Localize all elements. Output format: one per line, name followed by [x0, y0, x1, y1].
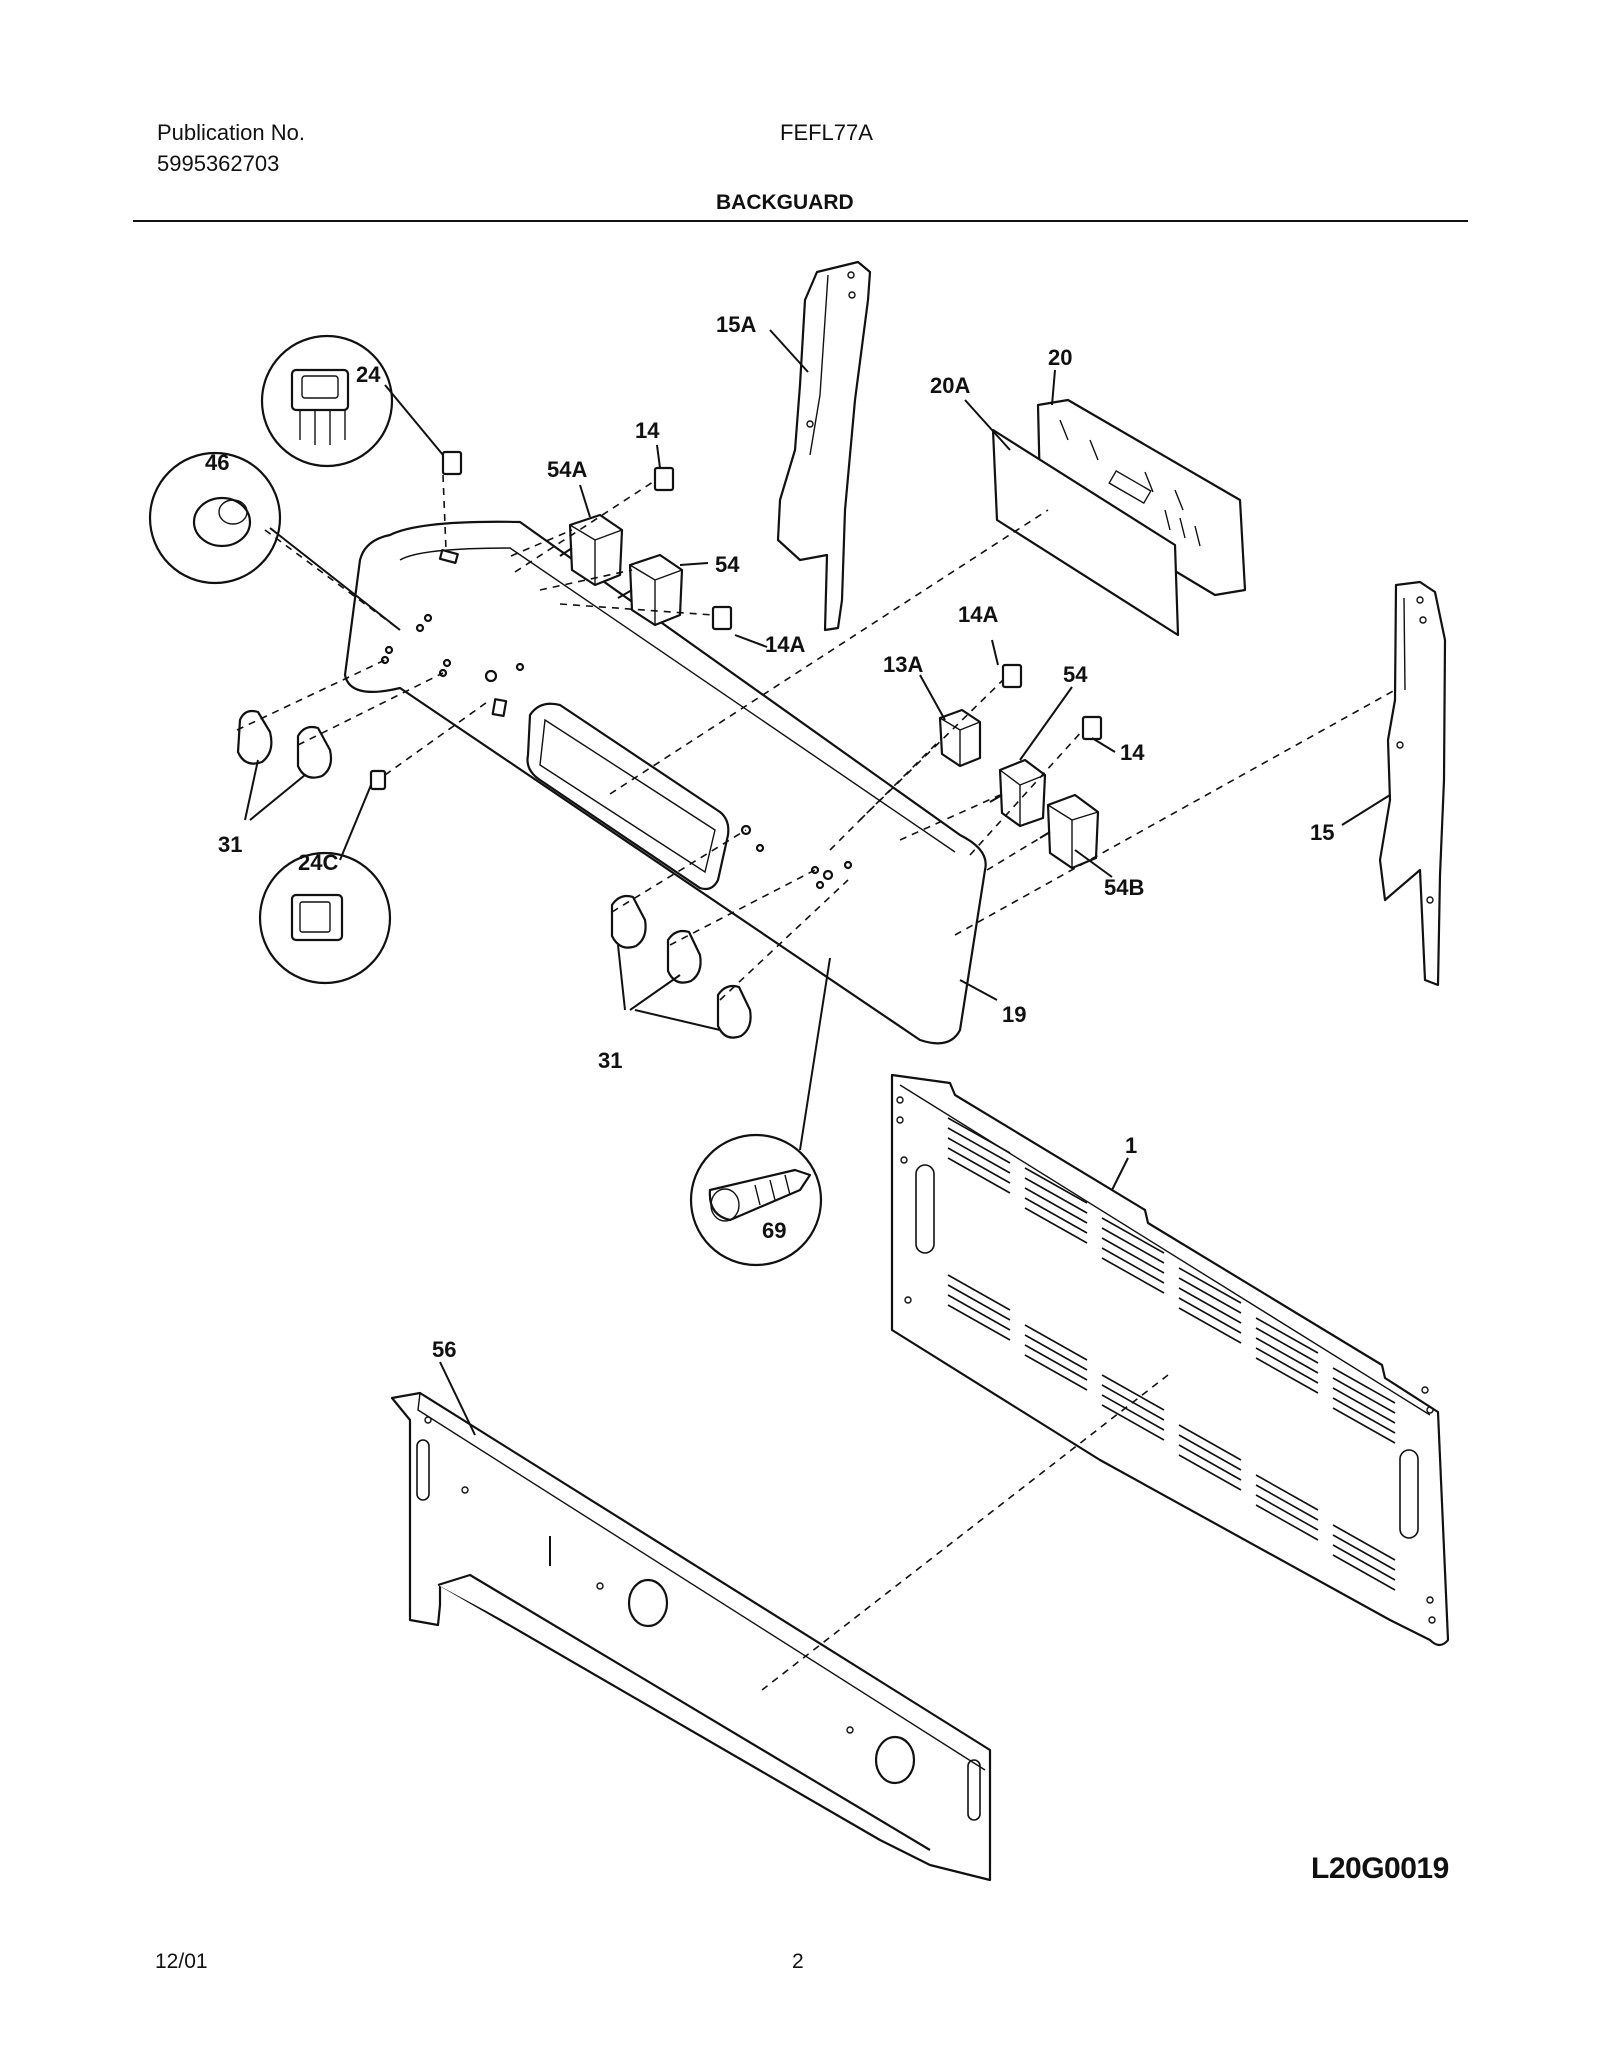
- part-54-switch-mid: [617, 553, 684, 627]
- header-rule: [133, 220, 1468, 222]
- callout-15: 15: [1310, 820, 1334, 845]
- callout-54B: 54B: [1104, 875, 1144, 900]
- callout-20A: 20A: [930, 373, 970, 398]
- part-54B-switch: [1039, 793, 1100, 870]
- callout-54-mid: 54: [715, 552, 740, 577]
- vent-slots-row-2: [947, 1274, 1396, 1591]
- leader-lines: [244, 329, 1391, 1436]
- part-24C-rocker-switch: [258, 769, 392, 985]
- part-14-switch-small: [653, 466, 1103, 741]
- section-title: BACKGUARD: [716, 191, 854, 214]
- part-20A-overlay: [991, 428, 1180, 637]
- callout-19: 19: [1002, 1002, 1026, 1027]
- part-13A-switch: [938, 708, 982, 768]
- publication-label: Publication No.: [157, 120, 305, 145]
- part-15-side-bracket: [1378, 580, 1447, 987]
- part-24-rocker-switch: [260, 334, 463, 476]
- part-1-rear-panel: [890, 1073, 1450, 1647]
- part-31-knobs: [236, 709, 752, 1039]
- callout-14A-mid: 14A: [765, 632, 805, 657]
- callout-46: 46: [205, 450, 229, 475]
- callout-54A: 54A: [547, 457, 587, 482]
- publication-number: 5995362703: [157, 151, 280, 176]
- callout-14A-right: 14A: [958, 602, 998, 627]
- callout-24C: 24C: [298, 850, 338, 875]
- part-54A-switch: [559, 513, 624, 587]
- callout-31-bottom: 31: [598, 1048, 622, 1073]
- part-46-button: [148, 451, 282, 585]
- callout-13A: 13A: [883, 652, 923, 677]
- part-69-screw: [689, 1133, 823, 1267]
- callout-labels: 1 13A 14 14 14A 14A 15 15A 19 20 20A 24 …: [205, 312, 1334, 1362]
- callout-69: 69: [762, 1218, 786, 1243]
- callout-54-right: 54: [1063, 662, 1088, 687]
- model-number: FEFL77A: [780, 120, 873, 145]
- part-15A-side-bracket: [776, 260, 872, 632]
- callout-15A: 15A: [716, 312, 756, 337]
- drawing-reference: L20G0019: [1311, 1852, 1449, 1885]
- callout-14-right: 14: [1120, 740, 1145, 765]
- callout-31-left: 31: [218, 832, 242, 857]
- footer-date: 12/01: [155, 1950, 208, 1973]
- callout-20: 20: [1048, 345, 1072, 370]
- part-56-lower-trim: [390, 1391, 992, 1882]
- page-number: 2: [792, 1950, 804, 1973]
- callout-24: 24: [356, 362, 381, 387]
- callout-56: 56: [432, 1337, 456, 1362]
- callout-1: 1: [1125, 1133, 1137, 1158]
- part-54-switch-right: [989, 758, 1047, 828]
- callout-14-top: 14: [635, 418, 660, 443]
- vent-slots-row-1: [947, 1117, 1396, 1444]
- dashed-assembly-lines: [236, 474, 1396, 1691]
- part-19-backguard-panel: [343, 520, 987, 1045]
